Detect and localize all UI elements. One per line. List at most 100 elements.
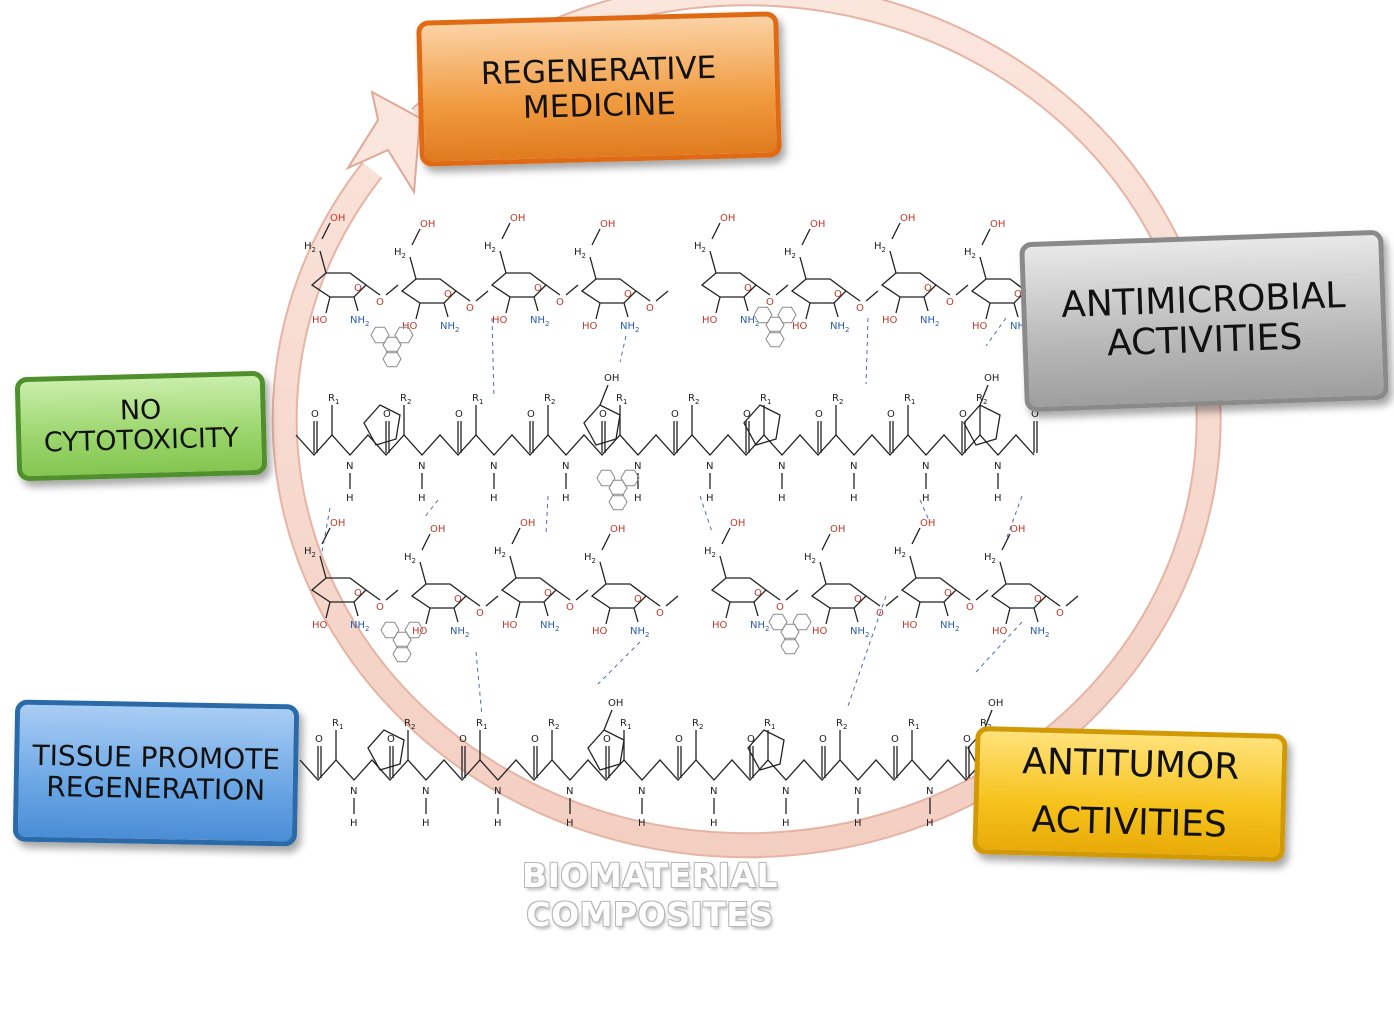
peptide-backbone [299, 759, 985, 781]
oh-bond [321, 222, 331, 240]
proline-ring [963, 404, 1001, 446]
oh-bond [711, 222, 721, 240]
ch2-label: H2 [494, 546, 506, 559]
carbonyl-oxygen-label: O [675, 734, 683, 745]
oh-bond [801, 228, 811, 246]
hydrogen-bond-dash [491, 317, 495, 399]
hydroxyl-label: HO [312, 620, 328, 631]
amide-hydrogen-label: H [922, 493, 930, 504]
glycosidic-oxygen-label: O [776, 602, 784, 613]
tissue-line2: REGENERATION [46, 770, 266, 807]
hydroxyl-label: OH [810, 219, 825, 230]
nh2-bond [833, 302, 839, 318]
antitumor-line1: ANTITUMOR [1021, 741, 1240, 789]
ch2-label: H2 [484, 241, 496, 254]
ring-oxygen-label: O [1014, 289, 1022, 300]
carbonyl-oxygen-label: O [383, 409, 391, 420]
ring-oxygen-label: O [534, 283, 542, 294]
carbonyl-oxygen-label: O [527, 409, 535, 420]
amine-label: NH2 [440, 321, 459, 334]
glycosidic-bond [765, 589, 781, 601]
glycosidic-bond [1065, 595, 1079, 607]
hydroxyl-label: OH [984, 373, 999, 384]
hydrogen-bond-dash [865, 317, 869, 385]
amine-label: NH2 [630, 626, 649, 639]
carbonyl-oxygen-label: O [747, 734, 755, 745]
drug-ring [382, 350, 402, 368]
glycosidic-bond [385, 284, 399, 296]
antimicrobial-activities-box: ANTIMICROBIAL ACTIVITIES [1019, 229, 1389, 413]
glycosidic-bond [645, 595, 661, 607]
amide-hydrogen-label: H [566, 818, 574, 829]
hydroxyl-label: OH [900, 213, 915, 224]
ch2-bond [979, 256, 987, 280]
peptide-backbone [295, 434, 1035, 456]
ch2-bond [509, 555, 517, 579]
amide-hydrogen-label: H [854, 818, 862, 829]
carbonyl-oxygen-label: O [459, 734, 467, 745]
ch2-bond [419, 561, 427, 585]
ring-oxygen-label: O [354, 283, 362, 294]
ho-bond [595, 302, 601, 320]
oh-bond [591, 228, 601, 246]
amide-nitrogen-label: N [782, 786, 789, 797]
hydroxyl-label: HO [712, 620, 728, 631]
carbonyl-oxygen-label: O [743, 409, 751, 420]
ch2-bond [719, 555, 727, 579]
amide-nitrogen-label: N [710, 786, 717, 797]
ch2-label: H2 [894, 546, 906, 559]
glycosidic-bond [555, 589, 571, 601]
amide-hydrogen-label: H [778, 493, 786, 504]
ch2-label: H2 [784, 247, 796, 260]
drug-ring [620, 469, 640, 487]
drug-ring [392, 631, 412, 649]
carbonyl-oxygen-label: O [963, 734, 971, 745]
hydroxyl-label: OH [330, 518, 345, 529]
glycosidic-bond [955, 284, 969, 296]
ring-oxygen-label: O [1034, 594, 1042, 605]
amide-nitrogen-label: N [778, 461, 785, 472]
amide-hydrogen-label: H [494, 818, 502, 829]
amine-label: NH2 [740, 315, 759, 328]
hydrogen-bond-dash [619, 335, 627, 363]
ho-bond [715, 296, 721, 314]
oh-bond [599, 384, 609, 406]
amide-hydrogen-label: H [490, 493, 498, 504]
oh-bond [501, 222, 511, 240]
hydroxyl-label: OH [604, 373, 619, 384]
amide-nitrogen-label: N [706, 461, 713, 472]
proline-ring [363, 404, 401, 446]
hydroxyl-label: HO [412, 626, 428, 637]
hydroxyl-label: HO [402, 321, 418, 332]
carbonyl-oxygen-label: O [455, 409, 463, 420]
drug-ring [370, 326, 390, 344]
ch2-bond [999, 561, 1007, 585]
glycosidic-oxygen-label: O [946, 297, 954, 308]
carbonyl-oxygen-label: O [887, 409, 895, 420]
carbonyl-oxygen-label: O [387, 734, 395, 745]
ch2-bond [799, 256, 807, 280]
glycosidic-oxygen-label: O [966, 602, 974, 613]
glycosidic-bond [935, 284, 951, 296]
glycosidic-bond [865, 595, 881, 607]
hydrogen-bond-dash [475, 651, 483, 717]
hydroxyl-label: OH [600, 219, 615, 230]
hydroxyl-label: HO [502, 620, 518, 631]
drug-ring [394, 326, 414, 344]
r1-label: R1 [908, 718, 919, 731]
nh2-bond [943, 601, 949, 617]
glycosidic-bond [475, 290, 489, 302]
glycosidic-bond [465, 595, 481, 607]
ho-bond [515, 601, 521, 619]
glycosidic-oxygen-label: O [656, 608, 664, 619]
r2-label: R2 [836, 718, 847, 731]
carbonyl-oxygen-label: O [1031, 409, 1039, 420]
ch2-bond [409, 256, 417, 280]
cycle-ring [271, 0, 1222, 859]
r2-label: R2 [544, 393, 555, 406]
hydrogen-bond-dash [919, 499, 929, 519]
r2-label: R2 [976, 393, 987, 406]
oh-bond [421, 533, 431, 551]
amine-label: NH2 [920, 315, 939, 328]
glycosidic-bond [365, 589, 381, 601]
